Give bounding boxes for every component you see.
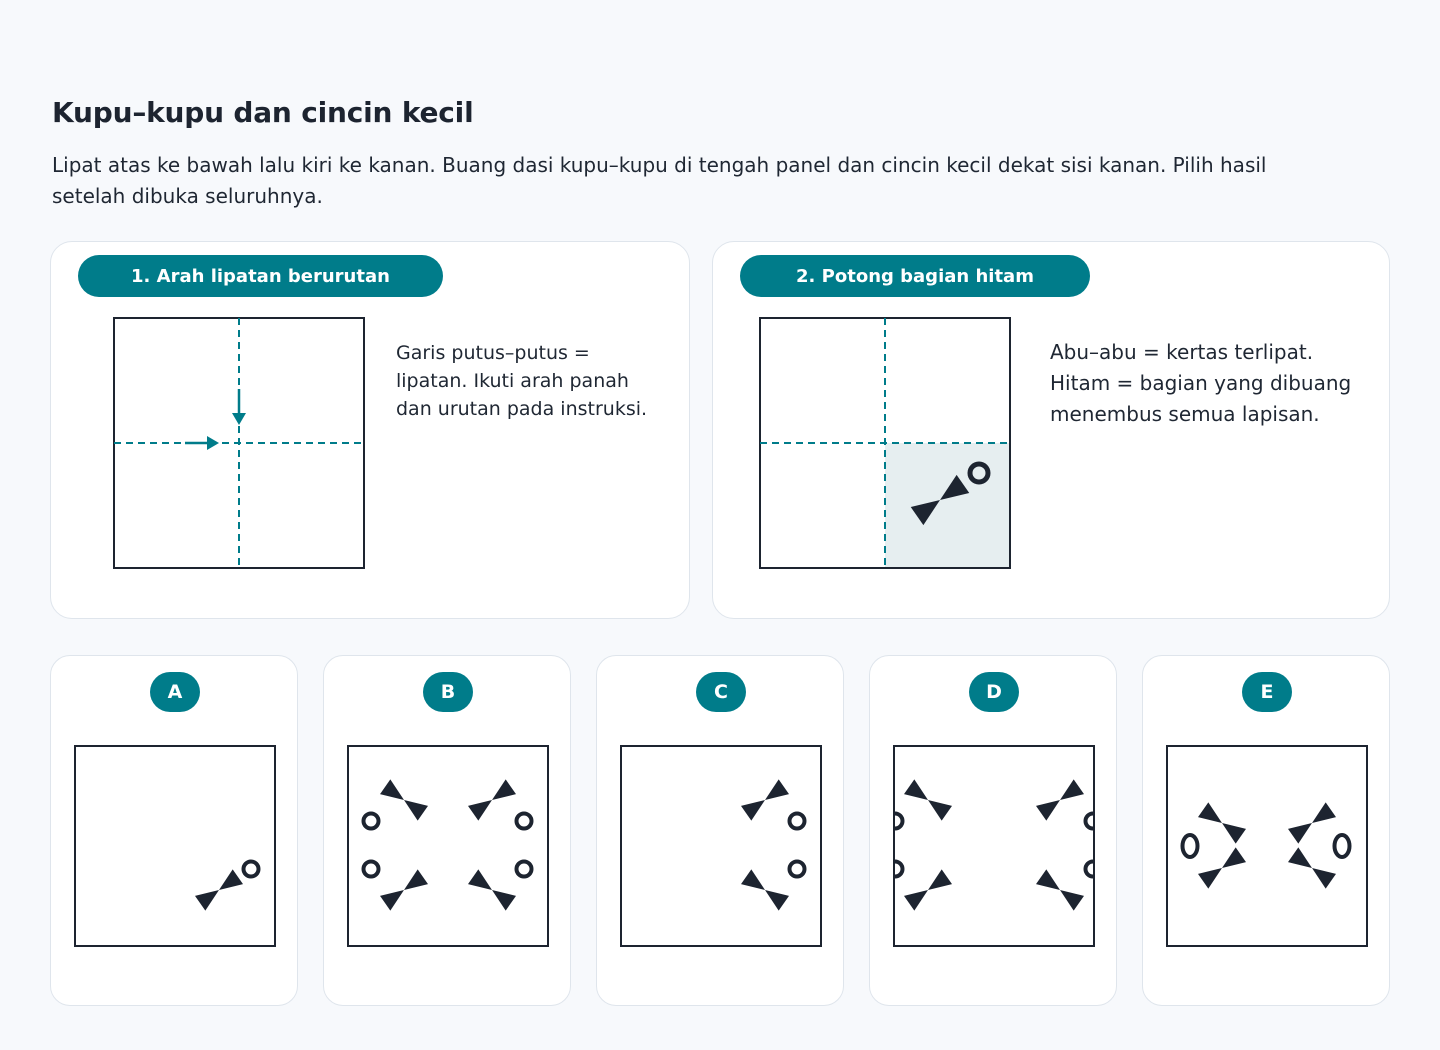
bowtie-icon: [740, 869, 790, 911]
bowtie-icon: [467, 869, 517, 911]
option-c-diagram: [620, 745, 822, 947]
option-a-card[interactable]: A: [50, 655, 298, 1006]
ring-icon: [1180, 833, 1200, 859]
step2-description: Abu–abu = kertas terlipat. Hitam = bagia…: [1050, 340, 1352, 426]
ring-icon: [1083, 811, 1093, 831]
bowtie-icon: [467, 779, 517, 821]
option-e-badge: E: [1242, 672, 1292, 712]
ring-cut-icon: [967, 461, 991, 485]
option-a-badge: A: [150, 672, 200, 712]
step2-panel: 2. Potong bagian hitam Abu–abu = kertas …: [712, 241, 1390, 619]
ring-icon: [514, 859, 534, 879]
fold-diagram: [113, 317, 365, 569]
option-a-diagram: [74, 745, 276, 947]
option-b-badge: B: [423, 672, 473, 712]
bowtie-cut-icon: [910, 474, 970, 526]
option-e-diagram: [1166, 745, 1368, 947]
ring-icon: [514, 811, 534, 831]
ring-icon: [787, 859, 807, 879]
ring-icon: [1083, 859, 1093, 879]
step1-description: Garis putus–putus = lipatan. Ikuti arah …: [396, 342, 648, 420]
instruction-text: Lipat atas ke bawah lalu kiri ke kanan. …: [52, 153, 1267, 208]
page-title: Kupu–kupu dan cincin kecil: [52, 96, 474, 129]
arrow-right-icon: [185, 436, 219, 450]
bowtie-icon: [903, 779, 953, 821]
ring-icon: [361, 859, 381, 879]
step2-label: 2. Potong bagian hitam: [740, 255, 1090, 297]
step1-panel: 1. Arah lipatan berurutan Garis putus–pu…: [50, 241, 690, 619]
bowtie-icon: [1287, 802, 1337, 844]
bowtie-icon: [1197, 847, 1247, 889]
bowtie-icon: [1035, 869, 1085, 911]
bowtie-icon: [740, 779, 790, 821]
ring-icon: [895, 811, 905, 831]
option-d-card[interactable]: D: [869, 655, 1117, 1006]
folded-quadrant: [885, 443, 1009, 567]
option-d-badge: D: [969, 672, 1019, 712]
bowtie-icon: [379, 779, 429, 821]
option-b-card[interactable]: B: [323, 655, 571, 1006]
arrow-down-icon: [232, 389, 246, 425]
cut-diagram: [759, 317, 1011, 569]
ring-icon: [241, 859, 261, 879]
ring-icon: [895, 859, 905, 879]
ring-icon: [787, 811, 807, 831]
bowtie-icon: [379, 869, 429, 911]
bowtie-icon: [903, 869, 953, 911]
bowtie-icon: [1197, 802, 1247, 844]
option-c-card[interactable]: C: [596, 655, 844, 1006]
ring-icon: [1332, 833, 1352, 859]
bowtie-icon: [194, 869, 244, 911]
bowtie-icon: [1287, 847, 1337, 889]
option-e-card[interactable]: E: [1142, 655, 1390, 1006]
ring-icon: [361, 811, 381, 831]
bowtie-icon: [1035, 779, 1085, 821]
step1-label: 1. Arah lipatan berurutan: [78, 255, 443, 297]
option-b-diagram: [347, 745, 549, 947]
option-d-diagram: [893, 745, 1095, 947]
option-c-badge: C: [696, 672, 746, 712]
